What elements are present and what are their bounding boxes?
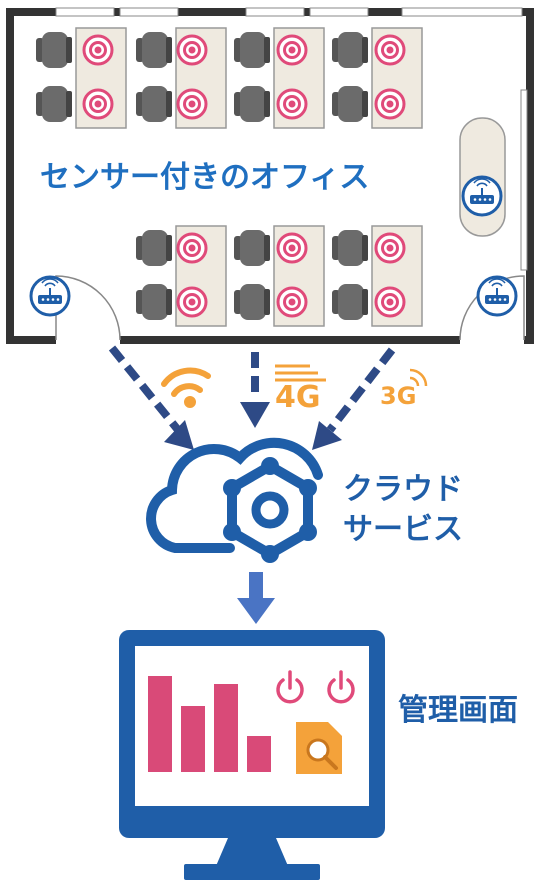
router-icon (476, 275, 518, 317)
bar-graph-icon (148, 676, 271, 772)
workstations (36, 27, 423, 327)
signal-3g-icon (409, 368, 428, 387)
arrow-heads (164, 402, 342, 450)
cloud-label-line2: サービス (343, 512, 463, 547)
search-document-icon (296, 722, 342, 774)
admin-screen-label: 管理画面 (398, 693, 518, 728)
power-icon (276, 670, 304, 704)
down-arrow (237, 572, 275, 624)
wifi-icon (161, 367, 211, 408)
network-4g-label: 4G (275, 380, 321, 415)
cloud-gear-icon (146, 437, 323, 563)
monitor-dashboard-icon (119, 630, 385, 880)
cloud-label-line1: クラウド (343, 472, 463, 507)
office-label: センサー付きのオフィス (40, 160, 370, 195)
router-icon (29, 275, 71, 317)
cloud-service-label: クラウド サービス (343, 470, 463, 550)
power-icon (327, 670, 355, 704)
signal-4g-icon (275, 364, 326, 382)
network-3g-label: 3G (380, 382, 417, 410)
router-icon (461, 175, 503, 217)
connection-arrows (108, 345, 396, 433)
